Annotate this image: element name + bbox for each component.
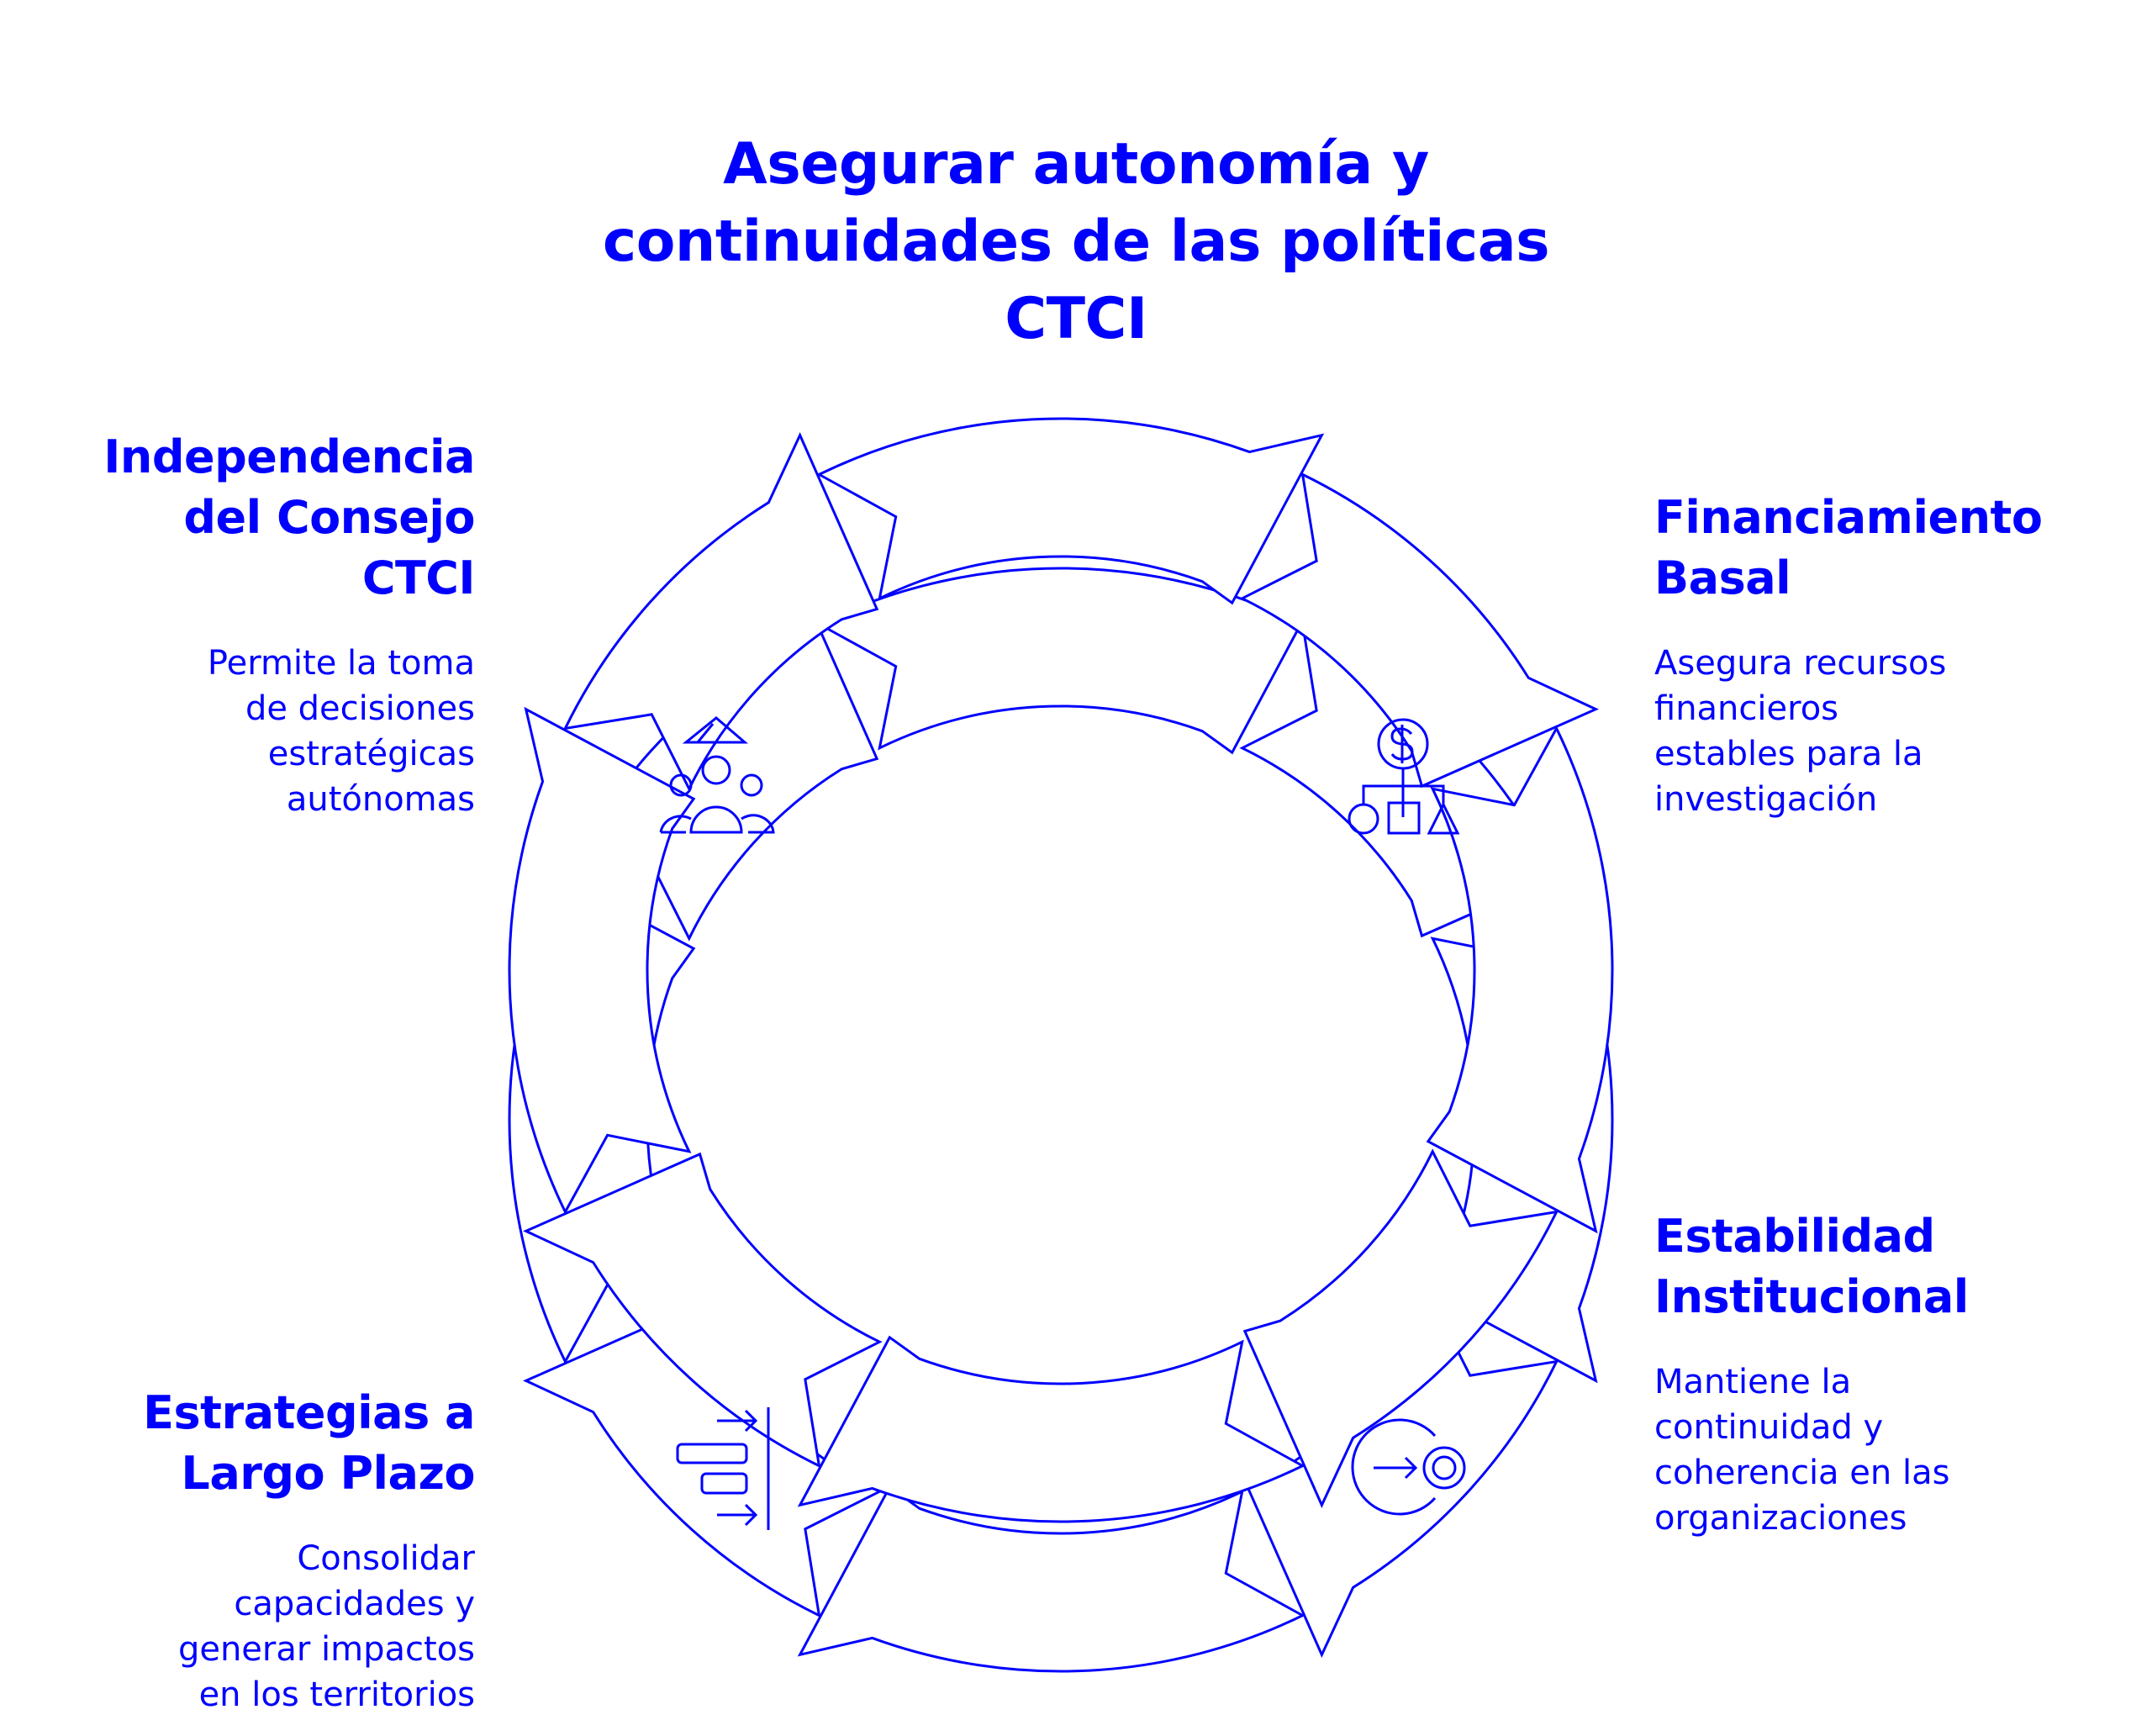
title-line: continuidades de las políticas — [602, 208, 1550, 275]
description-line: organizaciones — [1654, 1499, 1907, 1538]
heading-line: Independencia — [103, 430, 475, 483]
description-line: Consolidar — [297, 1539, 475, 1578]
title-line: CTCI — [1005, 286, 1147, 352]
item-heading: Independencia del Consejo CTCI — [38, 427, 475, 609]
ring-arrow-segment — [523, 1152, 883, 1469]
item-description: Permite la toma de decisiones estratégic… — [38, 641, 475, 822]
description-line: de decisiones — [245, 689, 475, 728]
heading-line: CTCI — [361, 551, 476, 604]
item-description: Asegura recursos financieros estables pa… — [1654, 641, 2091, 822]
target-arrow-icon — [1351, 1418, 1466, 1516]
item-independencia: Independencia del Consejo CTCI Permite l… — [38, 427, 475, 822]
description-line: Mantiene la — [1654, 1363, 1852, 1401]
ring-arrow-segment — [797, 1335, 1305, 1523]
ring-arrow-segment — [797, 1485, 1305, 1673]
heading-line: Basal — [1654, 551, 1791, 604]
description-line: estratégicas — [267, 735, 475, 773]
description-line: estables para la — [1654, 735, 1923, 773]
item-description: Consolidar capacidades y generar impacto… — [38, 1536, 475, 1718]
description-line: en los territorios — [198, 1675, 475, 1714]
title-line: Asegurar autonomía y — [723, 131, 1429, 198]
funding-hierarchy-icon — [1348, 718, 1460, 835]
ring-layer-front — [508, 417, 1614, 1523]
heading-line: Estabilidad — [1654, 1210, 1935, 1263]
item-estabilidad: Estabilidad Institucional Mantiene la co… — [1654, 1206, 2091, 1541]
description-line: Asegura recursos — [1654, 644, 1947, 683]
description-line: Permite la toma — [207, 644, 475, 683]
item-estrategias: Estrategias a Largo Plazo Consolidar cap… — [38, 1383, 475, 1718]
description-line: capacidades y — [234, 1585, 475, 1623]
timeline-plan-icon — [676, 1407, 770, 1530]
ring-arrow-segment — [1426, 726, 1614, 1234]
people-group-icon — [659, 716, 775, 834]
heading-line: Largo Plazo — [181, 1447, 475, 1500]
item-description: Mantiene la continuidad y coherencia en … — [1654, 1359, 2091, 1541]
ring-arrow-segment — [562, 432, 879, 792]
item-financiamiento: Financiamiento Basal Asegura recursos fi… — [1654, 488, 2091, 822]
description-line: generar impactos — [177, 1630, 475, 1669]
heading-line: Financiamiento — [1654, 491, 2043, 544]
item-heading: Estrategias a Largo Plazo — [38, 1383, 475, 1504]
diagram-title: Asegurar autonomía y continuidades de la… — [488, 126, 1664, 358]
heading-line: del Consejo — [183, 491, 475, 544]
ring-arrow-segment — [1242, 1148, 1559, 1508]
item-heading: Financiamiento Basal — [1654, 488, 2091, 609]
ring-arrow-segment — [816, 417, 1325, 605]
description-line: investigación — [1654, 780, 1878, 819]
description-line: autónomas — [286, 780, 475, 819]
heading-line: Estrategias a — [143, 1386, 475, 1439]
description-line: financieros — [1654, 689, 1839, 728]
ring-arrow-segment — [1239, 472, 1599, 789]
description-line: continuidad y — [1654, 1408, 1884, 1447]
heading-line: Institucional — [1654, 1270, 1969, 1323]
ring-arrow-segment — [508, 706, 696, 1215]
item-heading: Estabilidad Institucional — [1654, 1206, 2091, 1327]
description-line: coherencia en las — [1654, 1454, 1950, 1492]
